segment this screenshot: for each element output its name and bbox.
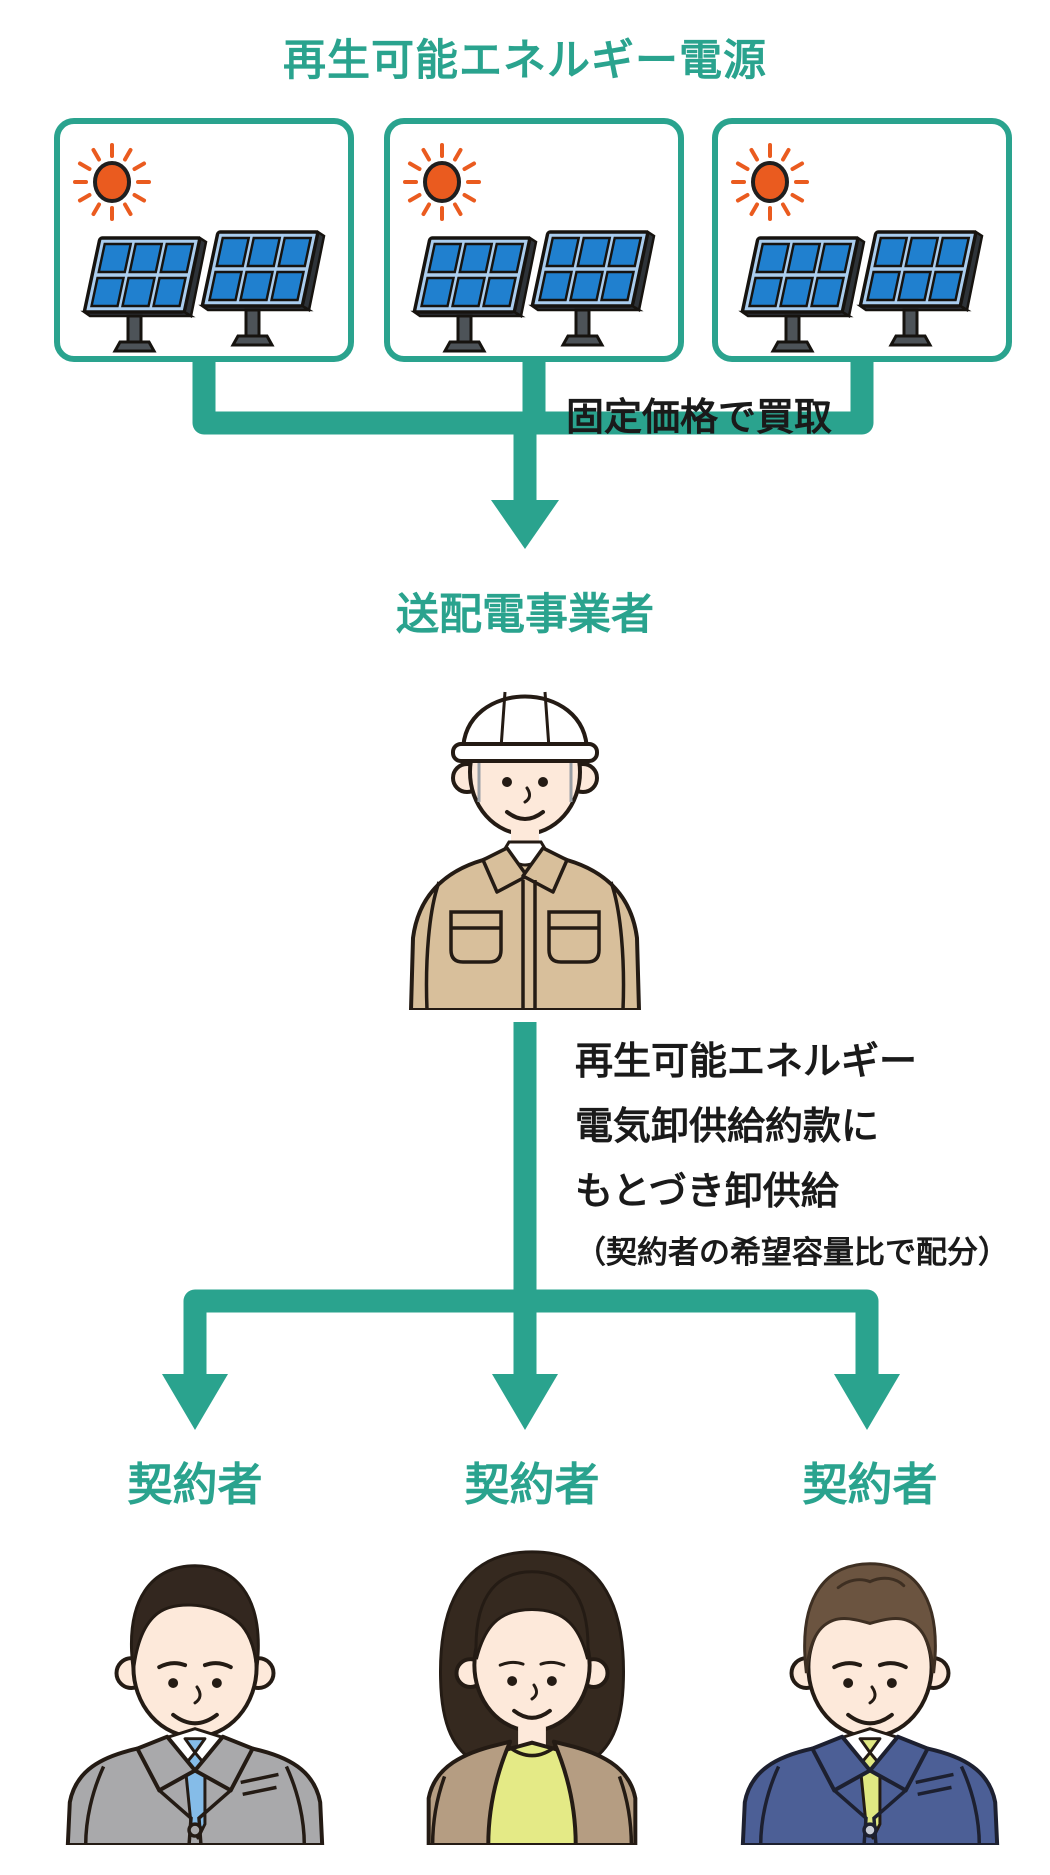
helmet-icon: [460, 694, 590, 754]
distribution-arrowheads-icon: [162, 1374, 900, 1430]
contractor-label: 契約者: [127, 1459, 263, 1510]
cardigan-left: [426, 1739, 513, 1845]
contractor-man-navy-suit-illustration: [740, 1562, 1000, 1845]
wholesale-annotation: 再生可能エネルギー 電気卸供給約款に もとづき卸供給 （契約者の希望容量比で配分…: [575, 1030, 1009, 1281]
diagram-title: 再生可能エネルギー電源: [283, 37, 767, 85]
hair: [803, 1562, 937, 1674]
renewable-source-card: [384, 118, 684, 362]
wholesale-annotation-line: もとづき卸供給: [575, 1171, 839, 1213]
renewable-source-card: [54, 118, 354, 362]
contractor-label: 契約者: [464, 1459, 600, 1510]
hair: [130, 1564, 260, 1672]
utility-worker-illustration: [409, 691, 641, 1010]
operator-to-contractors-connector: [183, 1022, 879, 1380]
contractor-man-gray-suit-illustration: [65, 1564, 325, 1845]
solar-panels-with-sun-icon: [390, 124, 678, 356]
renewable-source-card: [712, 118, 1012, 362]
contractor-woman-cardigan-illustration: [426, 1550, 638, 1845]
wholesale-annotation-line: 再生可能エネルギー: [575, 1041, 918, 1083]
contractor-label: 契約者: [802, 1459, 938, 1510]
wholesale-annotation-note: （契約者の希望容量比で配分）: [575, 1235, 1009, 1270]
solar-panels-with-sun-icon: [718, 124, 1006, 356]
hair-bangs: [474, 1570, 590, 1660]
purchase-arrowhead-icon: [491, 500, 559, 549]
operator-label: 送配電事業者: [396, 591, 654, 639]
purchase-annotation: 固定価格で買取: [566, 397, 833, 439]
wholesale-annotation-line: 電気卸供給約款に: [575, 1106, 880, 1148]
cardigan-right: [551, 1739, 638, 1845]
solar-panels-with-sun-icon: [60, 124, 348, 356]
sources-to-operator-connector: [192, 358, 874, 506]
